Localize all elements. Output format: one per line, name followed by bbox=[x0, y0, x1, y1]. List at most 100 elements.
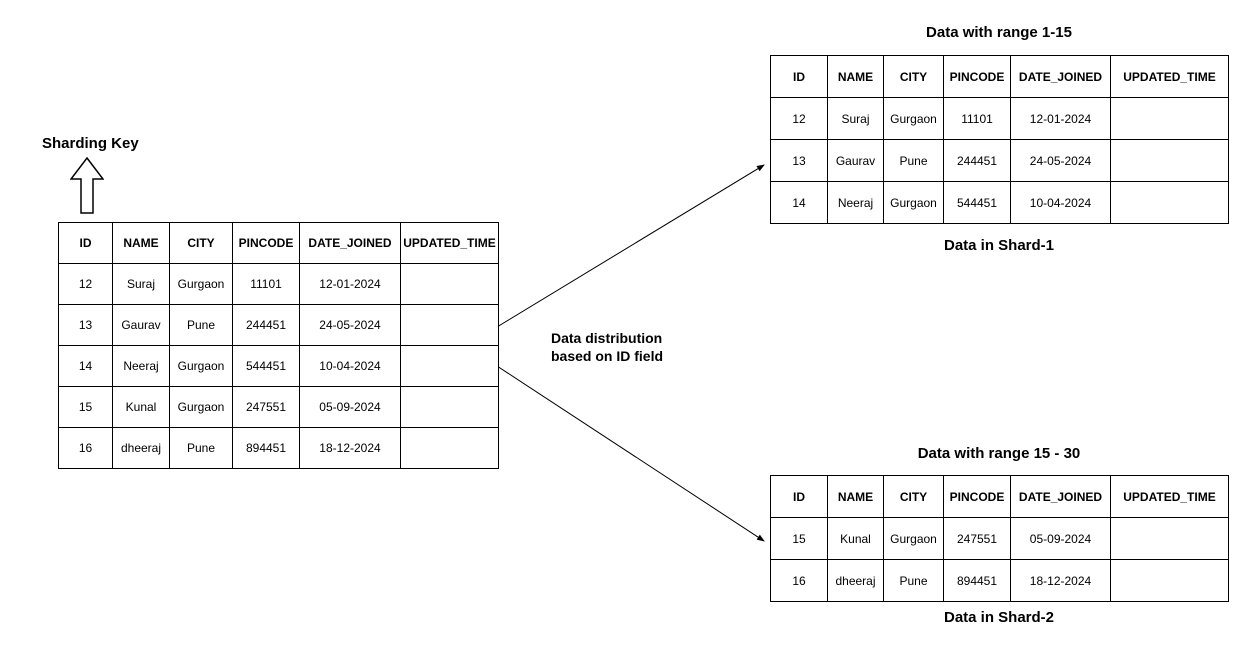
table-cell: Pune bbox=[883, 559, 944, 602]
table-cell: 244451 bbox=[943, 139, 1011, 182]
table-cell bbox=[1110, 559, 1229, 602]
table-cell: 15 bbox=[58, 386, 113, 428]
header-cell-city: CITY bbox=[883, 55, 944, 98]
table-cell: 11101 bbox=[232, 263, 300, 305]
table-cell bbox=[1110, 517, 1229, 560]
table-cell: 247551 bbox=[232, 386, 300, 428]
table-cell: 894451 bbox=[232, 427, 300, 469]
header-cell-id: ID bbox=[770, 475, 828, 518]
table-cell: 24-05-2024 bbox=[299, 304, 401, 346]
table-cell: 14 bbox=[770, 181, 828, 224]
table-cell bbox=[400, 263, 499, 305]
header-cell-city: CITY bbox=[883, 475, 944, 518]
table-cell: 894451 bbox=[943, 559, 1011, 602]
table-cell: Gurgaon bbox=[169, 345, 233, 387]
table-cell: Pune bbox=[169, 304, 233, 346]
table-cell: Pune bbox=[883, 139, 944, 182]
table-cell bbox=[400, 304, 499, 346]
distribution-label: Data distribution based on ID field bbox=[551, 329, 663, 365]
table-cell: Gaurav bbox=[112, 304, 170, 346]
shard1-title: Data with range 1-15 bbox=[926, 24, 1072, 41]
shard2-caption: Data in Shard-2 bbox=[943, 609, 1055, 626]
table-cell: Gurgaon bbox=[883, 181, 944, 224]
arrow-to-shard1 bbox=[496, 164, 765, 328]
header-cell-date_joined: DATE_JOINED bbox=[1010, 55, 1111, 98]
table-cell: Kunal bbox=[112, 386, 170, 428]
table-cell: 12-01-2024 bbox=[1010, 97, 1111, 140]
table-cell bbox=[1110, 181, 1229, 224]
table-cell: 12 bbox=[58, 263, 113, 305]
sharding-key-label: Sharding Key bbox=[42, 135, 139, 152]
table-cell: dheeraj bbox=[827, 559, 884, 602]
header-cell-pincode: PINCODE bbox=[232, 222, 300, 264]
table-cell: Neeraj bbox=[827, 181, 884, 224]
table-cell bbox=[400, 427, 499, 469]
table-cell: 10-04-2024 bbox=[299, 345, 401, 387]
table-cell: Gurgaon bbox=[169, 386, 233, 428]
table-cell: 544451 bbox=[232, 345, 300, 387]
table-cell: Gurgaon bbox=[883, 517, 944, 560]
table-cell: Neeraj bbox=[112, 345, 170, 387]
table-cell bbox=[1110, 97, 1229, 140]
arrow-to-shard2 bbox=[496, 365, 765, 542]
table-cell: 247551 bbox=[943, 517, 1011, 560]
table-cell: 18-12-2024 bbox=[1010, 559, 1111, 602]
table-cell: 16 bbox=[770, 559, 828, 602]
table-cell: 10-04-2024 bbox=[1010, 181, 1111, 224]
table-cell: dheeraj bbox=[112, 427, 170, 469]
table-cell: 18-12-2024 bbox=[299, 427, 401, 469]
up-block-arrow-icon bbox=[70, 157, 104, 214]
table-cell: Gurgaon bbox=[169, 263, 233, 305]
table-cell: Gaurav bbox=[827, 139, 884, 182]
table-cell: 244451 bbox=[232, 304, 300, 346]
table-cell: Suraj bbox=[112, 263, 170, 305]
table-cell: 13 bbox=[58, 304, 113, 346]
table-cell: Kunal bbox=[827, 517, 884, 560]
header-cell-updated_time: UPDATED_TIME bbox=[400, 222, 499, 264]
table-cell: Pune bbox=[169, 427, 233, 469]
header-cell-name: NAME bbox=[827, 475, 884, 518]
table-cell bbox=[400, 345, 499, 387]
table-cell: 05-09-2024 bbox=[1010, 517, 1111, 560]
header-cell-id: ID bbox=[58, 222, 113, 264]
table-cell: Suraj bbox=[827, 97, 884, 140]
header-cell-city: CITY bbox=[169, 222, 233, 264]
table-cell: 14 bbox=[58, 345, 113, 387]
header-cell-updated_time: UPDATED_TIME bbox=[1110, 475, 1229, 518]
table-cell: 05-09-2024 bbox=[299, 386, 401, 428]
header-cell-updated_time: UPDATED_TIME bbox=[1110, 55, 1229, 98]
table-cell: 13 bbox=[770, 139, 828, 182]
distribution-label-line2: based on ID field bbox=[551, 348, 664, 364]
table-cell: 12-01-2024 bbox=[299, 263, 401, 305]
header-cell-id: ID bbox=[770, 55, 828, 98]
header-cell-date_joined: DATE_JOINED bbox=[1010, 475, 1111, 518]
table-cell: 11101 bbox=[943, 97, 1011, 140]
shard1-caption: Data in Shard-1 bbox=[943, 237, 1055, 254]
table-cell: Gurgaon bbox=[883, 97, 944, 140]
header-cell-pincode: PINCODE bbox=[943, 55, 1011, 98]
table-cell: 544451 bbox=[943, 181, 1011, 224]
header-cell-date_joined: DATE_JOINED bbox=[299, 222, 401, 264]
shard2-title: Data with range 15 - 30 bbox=[917, 445, 1081, 462]
table-cell bbox=[1110, 139, 1229, 182]
table-cell: 15 bbox=[770, 517, 828, 560]
table-cell: 24-05-2024 bbox=[1010, 139, 1111, 182]
